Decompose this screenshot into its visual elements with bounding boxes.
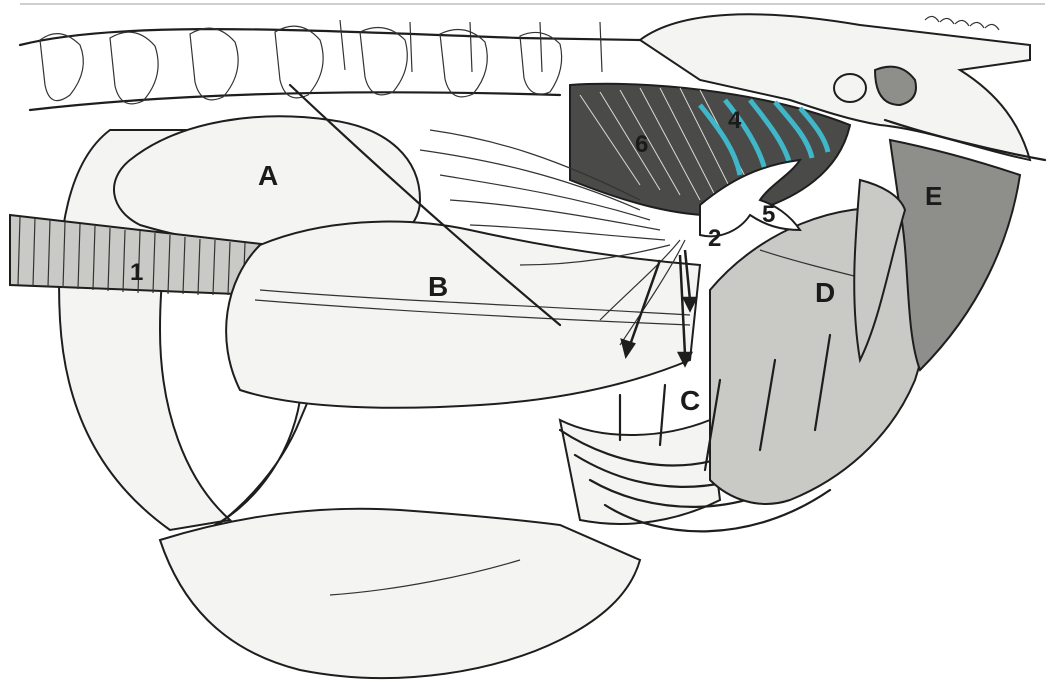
- label-C: C: [680, 385, 700, 416]
- label-A: A: [258, 160, 278, 191]
- label-5: 5: [762, 201, 775, 228]
- label-2: 2: [708, 225, 721, 252]
- label-B: B: [428, 271, 448, 302]
- abdomen: [160, 509, 640, 678]
- label-E: E: [925, 181, 942, 211]
- label-6: 6: [635, 131, 648, 158]
- vertebral-column: [20, 20, 640, 110]
- organ-B: [226, 222, 700, 408]
- label-1: 1: [130, 259, 143, 286]
- label-D: D: [815, 277, 835, 308]
- label-4: 4: [728, 107, 742, 134]
